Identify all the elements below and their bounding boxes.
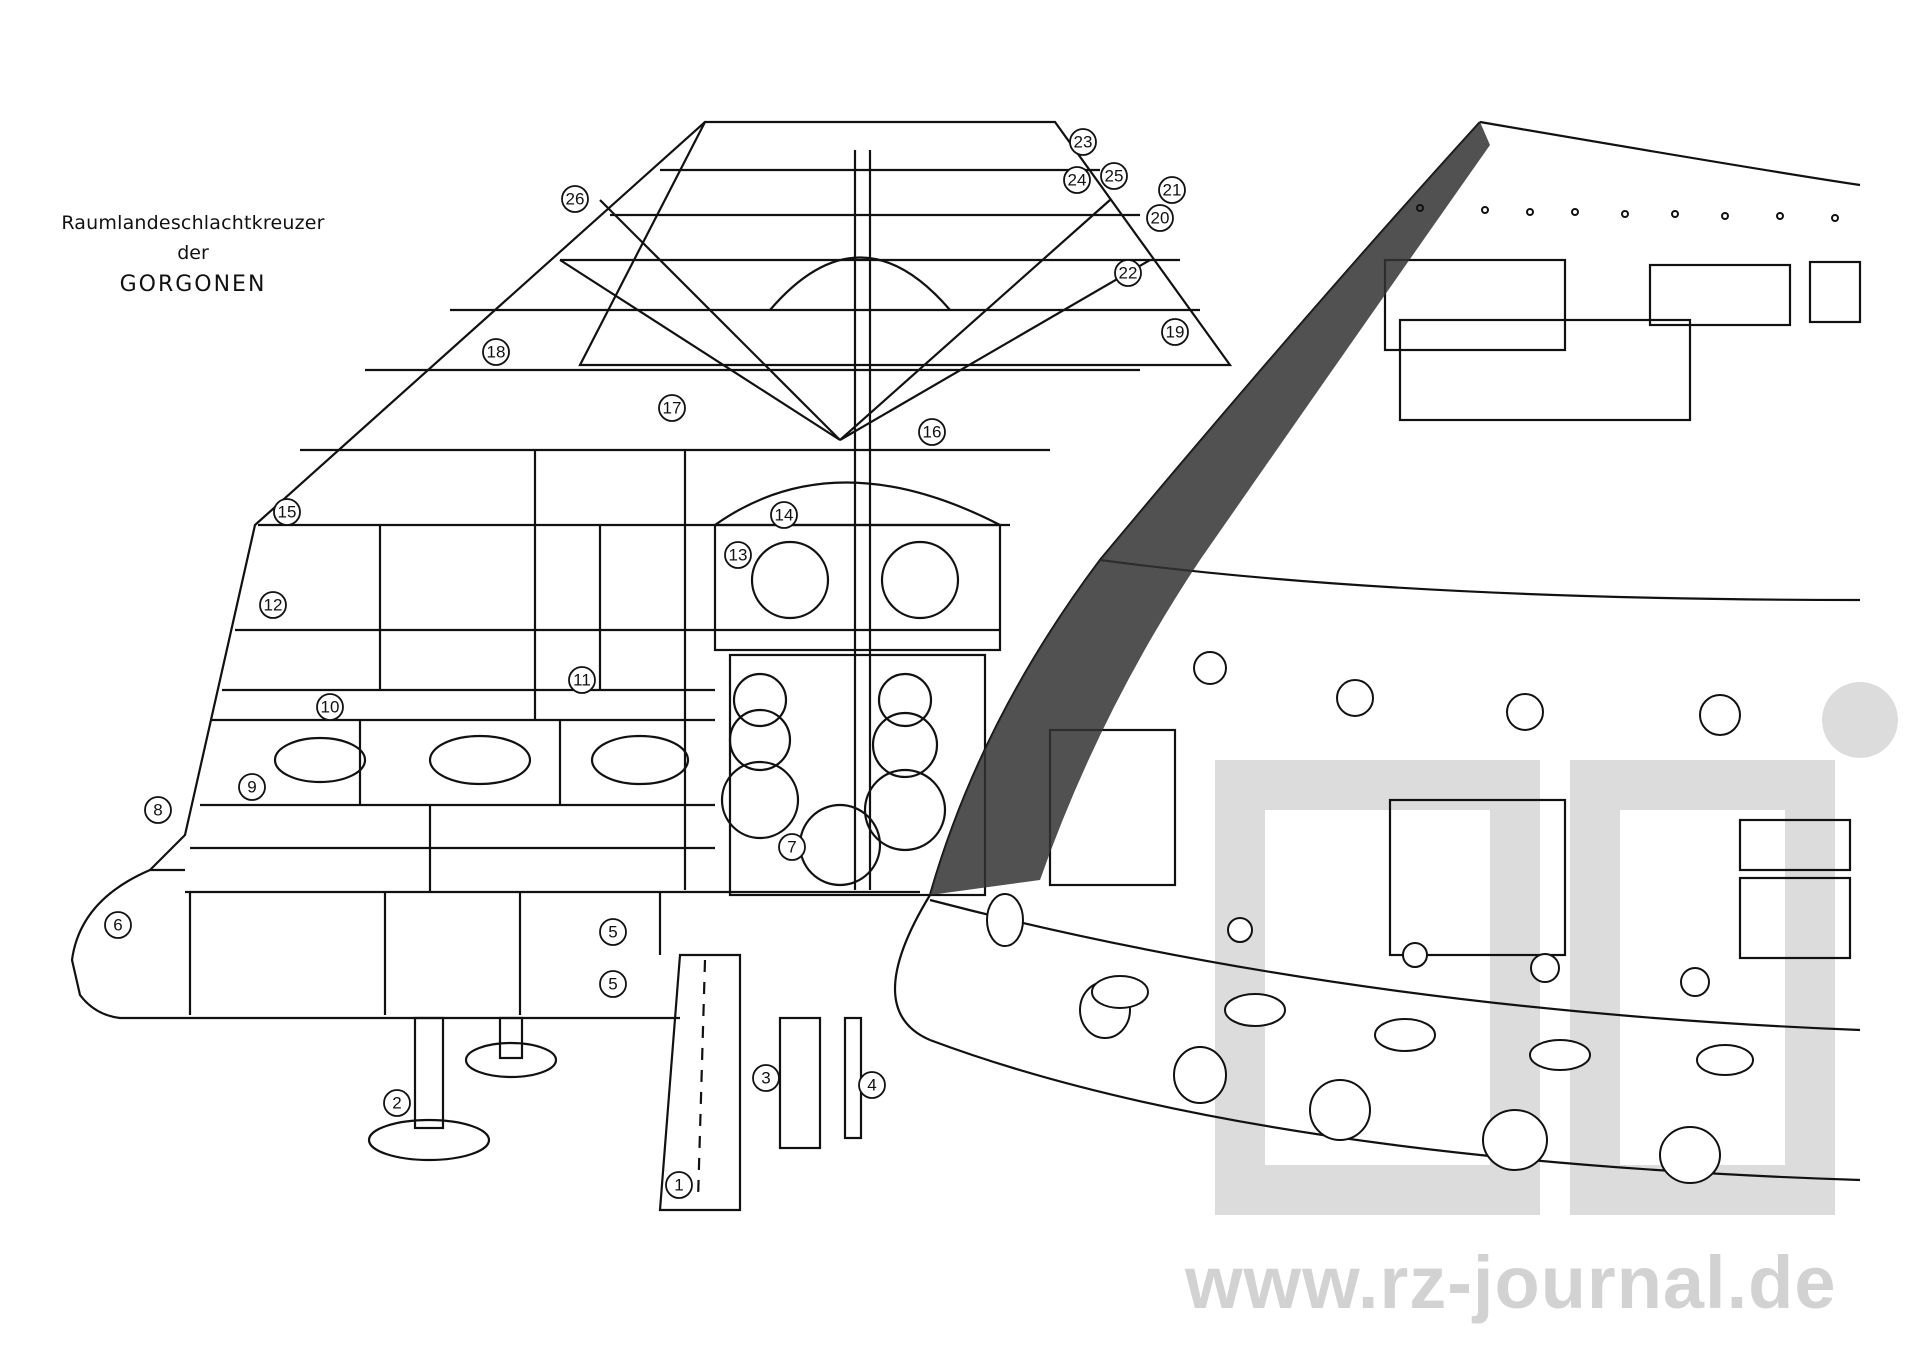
- callout-circle-12: [259, 591, 287, 619]
- callout-circle-14: [770, 501, 798, 529]
- callout-label-21: 21: [1163, 181, 1182, 200]
- callout-label-6: 6: [113, 916, 122, 935]
- callout-circle-2: [383, 1089, 411, 1117]
- callout-circle-22: [1114, 259, 1142, 287]
- callout-label-13: 13: [729, 546, 748, 565]
- callout-label-16: 16: [923, 423, 942, 442]
- callout-label-9: 9: [247, 778, 256, 797]
- callout-label-14: 14: [775, 506, 794, 525]
- callout-label-17: 17: [663, 399, 682, 418]
- callout-label-11: 11: [573, 671, 591, 690]
- callout-circle-18: [482, 338, 510, 366]
- callout-label-19: 19: [1166, 323, 1185, 342]
- diagram-title: Raumlandeschlachtkreuzer der GORGONEN: [48, 212, 338, 297]
- ship-hull-outline: [70, 120, 1233, 1212]
- callout-label-8: 8: [153, 801, 162, 820]
- callout-circle-10: [316, 693, 344, 721]
- callout-circle-21: [1158, 176, 1186, 204]
- callout-circle-16: [918, 418, 946, 446]
- callout-circle-15: [273, 498, 301, 526]
- callout-circle-26: [561, 185, 589, 213]
- callout-label-25: 25: [1105, 167, 1124, 186]
- callout-circle-24: [1063, 166, 1091, 194]
- callout-circle-23: [1069, 128, 1097, 156]
- callout-circle-4: [858, 1071, 886, 1099]
- callout-circle-3: [752, 1064, 780, 1092]
- upper-deck-portholes: [1416, 204, 1839, 222]
- callout-label-18: 18: [487, 343, 506, 362]
- callout-circle-17: [658, 394, 686, 422]
- callout-label-1: 1: [674, 1176, 683, 1195]
- callout-label-26: 26: [566, 190, 585, 209]
- callout-circle-8: [144, 796, 172, 824]
- callout-circle-9: [238, 773, 266, 801]
- watermark-url: www.rz-journal.de: [1185, 1241, 1837, 1324]
- callout-label-5: 5: [608, 975, 617, 994]
- title-line-3: GORGONEN: [119, 272, 267, 297]
- callout-circle-11: [568, 666, 596, 694]
- callout-circle-7: [778, 833, 806, 861]
- callout-label-3: 3: [761, 1069, 770, 1088]
- callout-label-23: 23: [1074, 133, 1093, 152]
- callout-circle-5: [599, 970, 627, 998]
- callout-label-12: 12: [264, 596, 283, 615]
- callout-label-24: 24: [1068, 171, 1087, 190]
- callout-circle-1: [665, 1171, 693, 1199]
- title-line-1: Raumlandeschlachtkreuzer: [61, 212, 325, 234]
- callout-label-7: 7: [787, 838, 796, 857]
- callout-circle-20: [1146, 204, 1174, 232]
- callout-circle-25: [1100, 162, 1128, 190]
- callout-label-10: 10: [321, 698, 340, 717]
- callout-label-22: 22: [1119, 264, 1138, 283]
- saucer-portholes: [986, 651, 1754, 1184]
- title-line-2: der: [177, 242, 209, 264]
- callout-circle-5: [599, 918, 627, 946]
- hull-shading-band: [930, 122, 1490, 895]
- callout-label-4: 4: [867, 1076, 876, 1095]
- callout-circle-6: [104, 911, 132, 939]
- callout-label-2: 2: [392, 1094, 401, 1113]
- callout-label-5: 5: [608, 923, 617, 942]
- callout-circle-13: [724, 541, 752, 569]
- callout-circle-19: [1161, 318, 1189, 346]
- callout-label-20: 20: [1151, 209, 1170, 228]
- callout-label-15: 15: [278, 503, 297, 522]
